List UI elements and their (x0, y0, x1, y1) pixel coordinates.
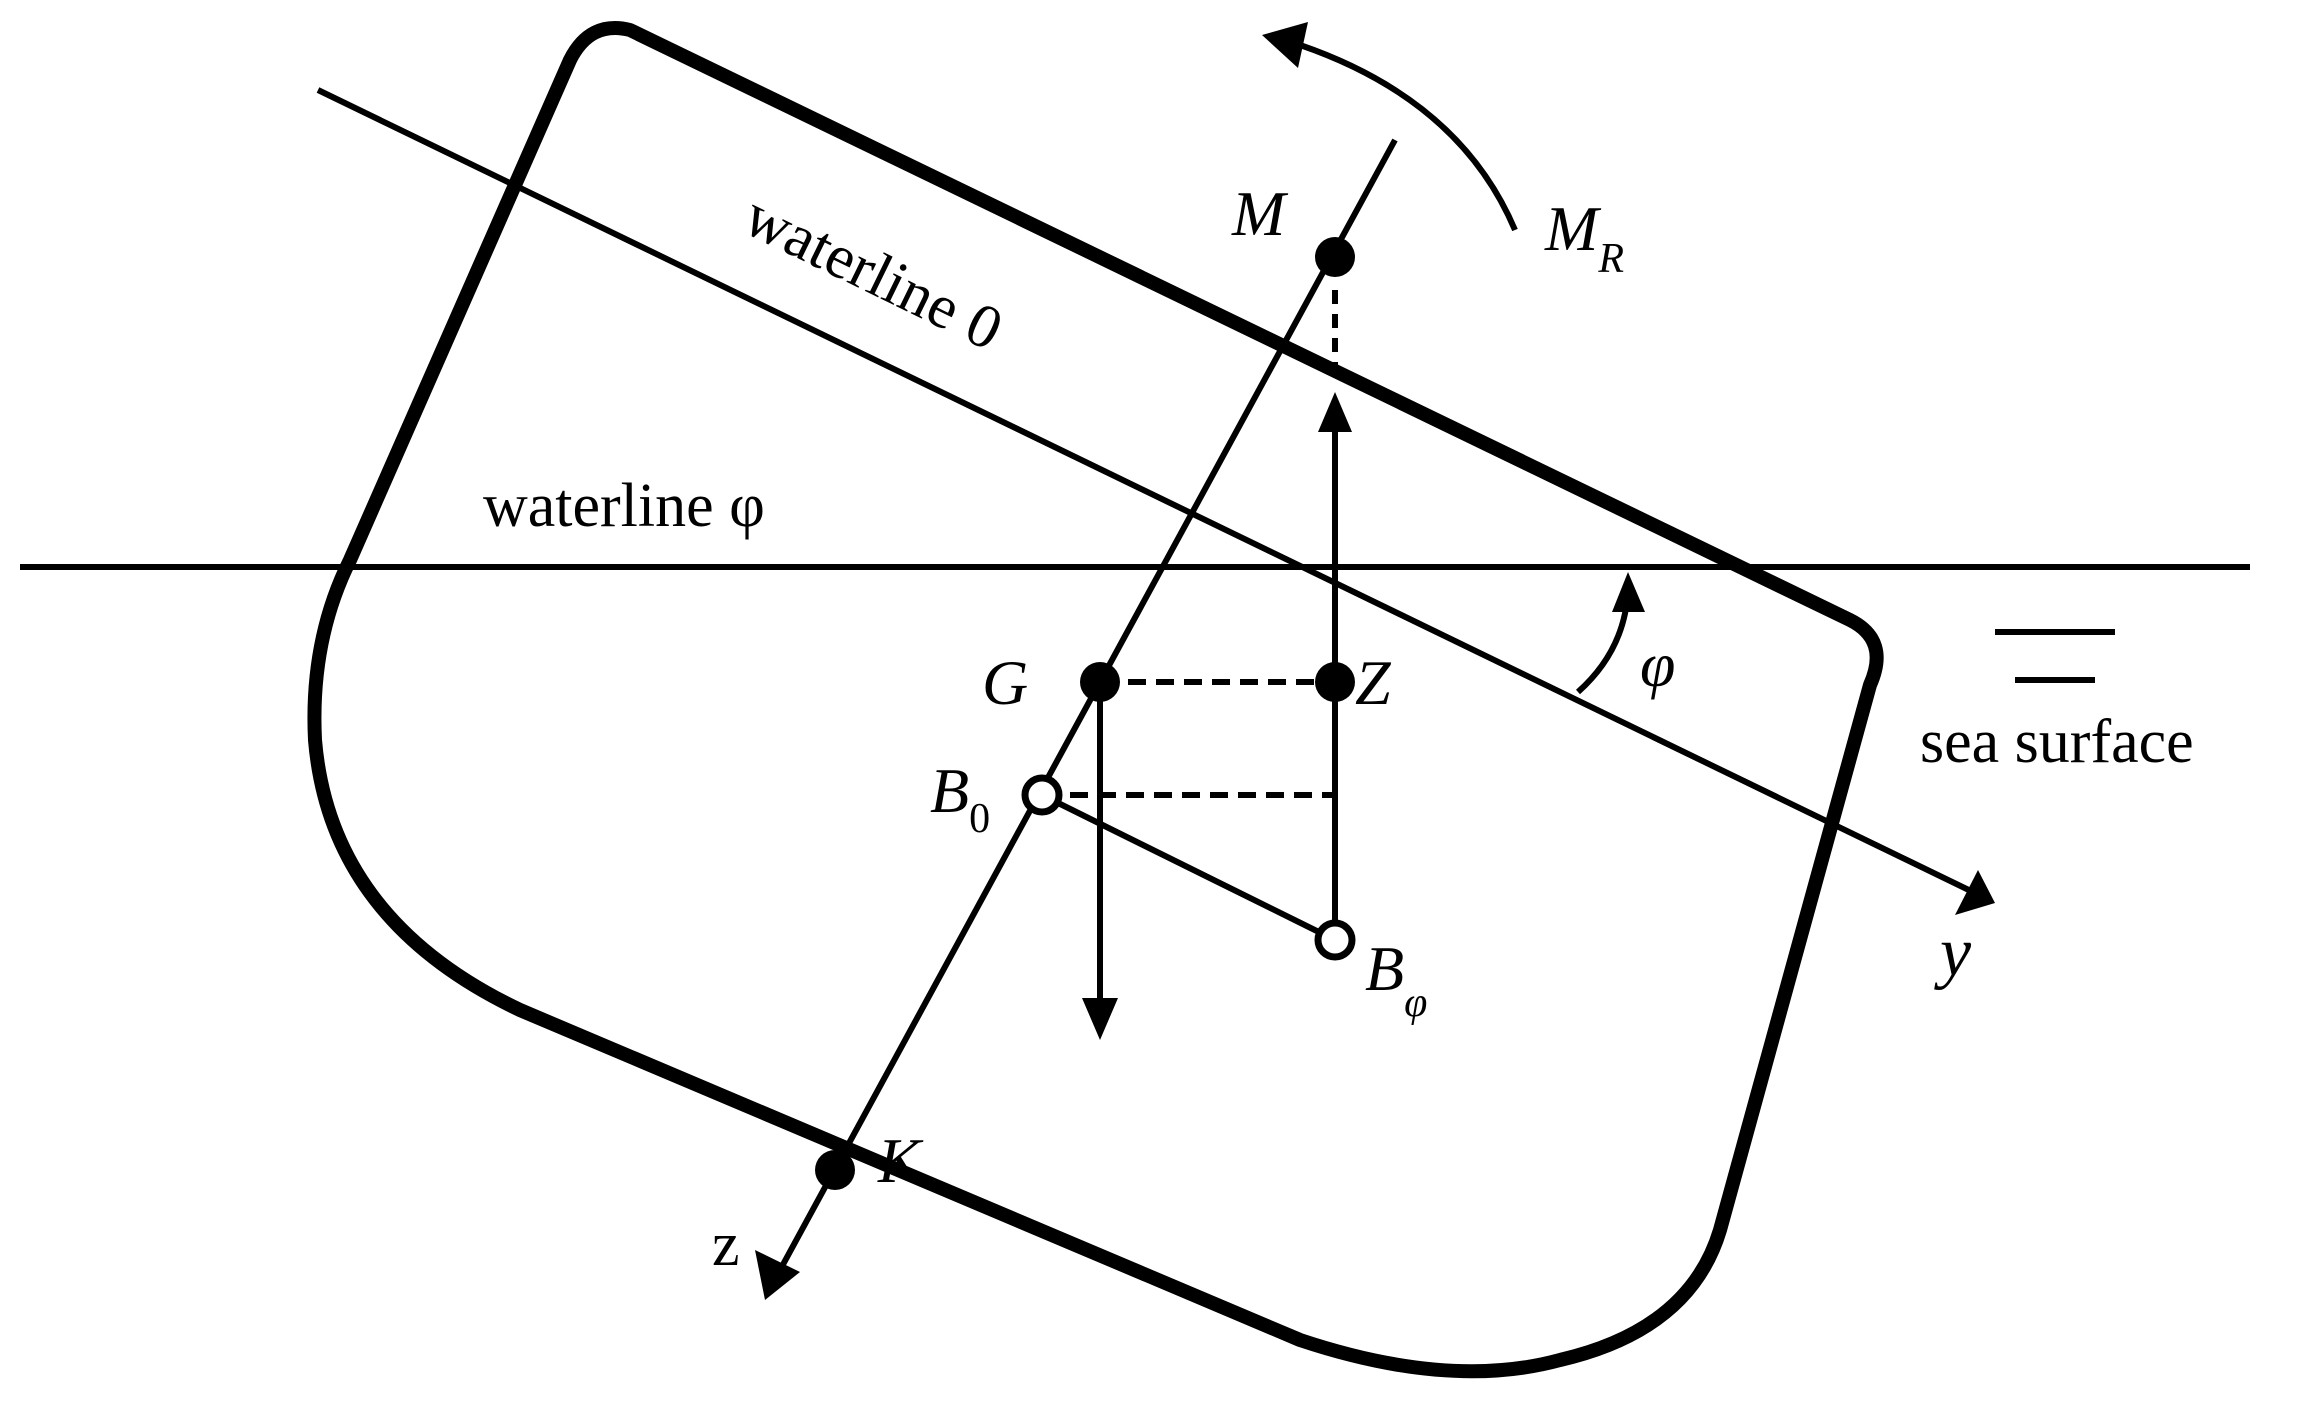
y-axis-arrowhead (1955, 870, 1995, 915)
waterline-phi-label: waterline φ (483, 472, 765, 540)
point-k-dot (815, 1150, 855, 1190)
righting-moment-label: MR (1544, 193, 1624, 282)
b0-to-bphi-line (1040, 792, 1337, 943)
point-k-label: K (877, 1125, 924, 1196)
point-b0-subscript: 0 (969, 796, 990, 842)
point-b0-label: B0 (930, 755, 990, 842)
heel-angle-arrowhead (1612, 572, 1645, 612)
point-m-dot (1315, 237, 1355, 277)
point-bphi-subscript: φ (1404, 980, 1427, 1026)
righting-moment-arc (1299, 42, 1518, 232)
point-g-label: G (982, 647, 1028, 718)
righting-moment-subscript: R (1597, 236, 1624, 282)
z-axis-label: z (712, 1211, 740, 1279)
point-b0-hollow (1021, 774, 1063, 816)
point-m-label: M (1231, 178, 1289, 249)
point-b0-main: B (930, 755, 969, 826)
sea-surface-label: sea surface (1920, 708, 2194, 776)
buoyancy-force-arrowhead (1318, 392, 1352, 432)
heel-angle-label: φ (1640, 629, 1675, 700)
waterline-0-label: waterline 0 (734, 181, 1013, 364)
z-axis-arrowhead (755, 1250, 800, 1300)
point-z-dot (1315, 662, 1355, 702)
righting-moment-arrowhead (1262, 22, 1308, 68)
gravity-force-arrowhead (1082, 998, 1118, 1040)
point-bphi-label: Bφ (1365, 933, 1427, 1026)
ship-hull-outline (307, 21, 1884, 1379)
point-z-label: Z (1355, 647, 1392, 718)
point-bphi-hollow (1314, 919, 1356, 961)
y-axis-label: y (1934, 914, 1972, 991)
waterline-0-y-axis (316, 87, 1977, 896)
point-bphi-main: B (1365, 933, 1404, 1004)
centerline-z-axis (777, 138, 1398, 1272)
point-g-dot (1080, 662, 1120, 702)
righting-moment-main: M (1544, 193, 1602, 264)
